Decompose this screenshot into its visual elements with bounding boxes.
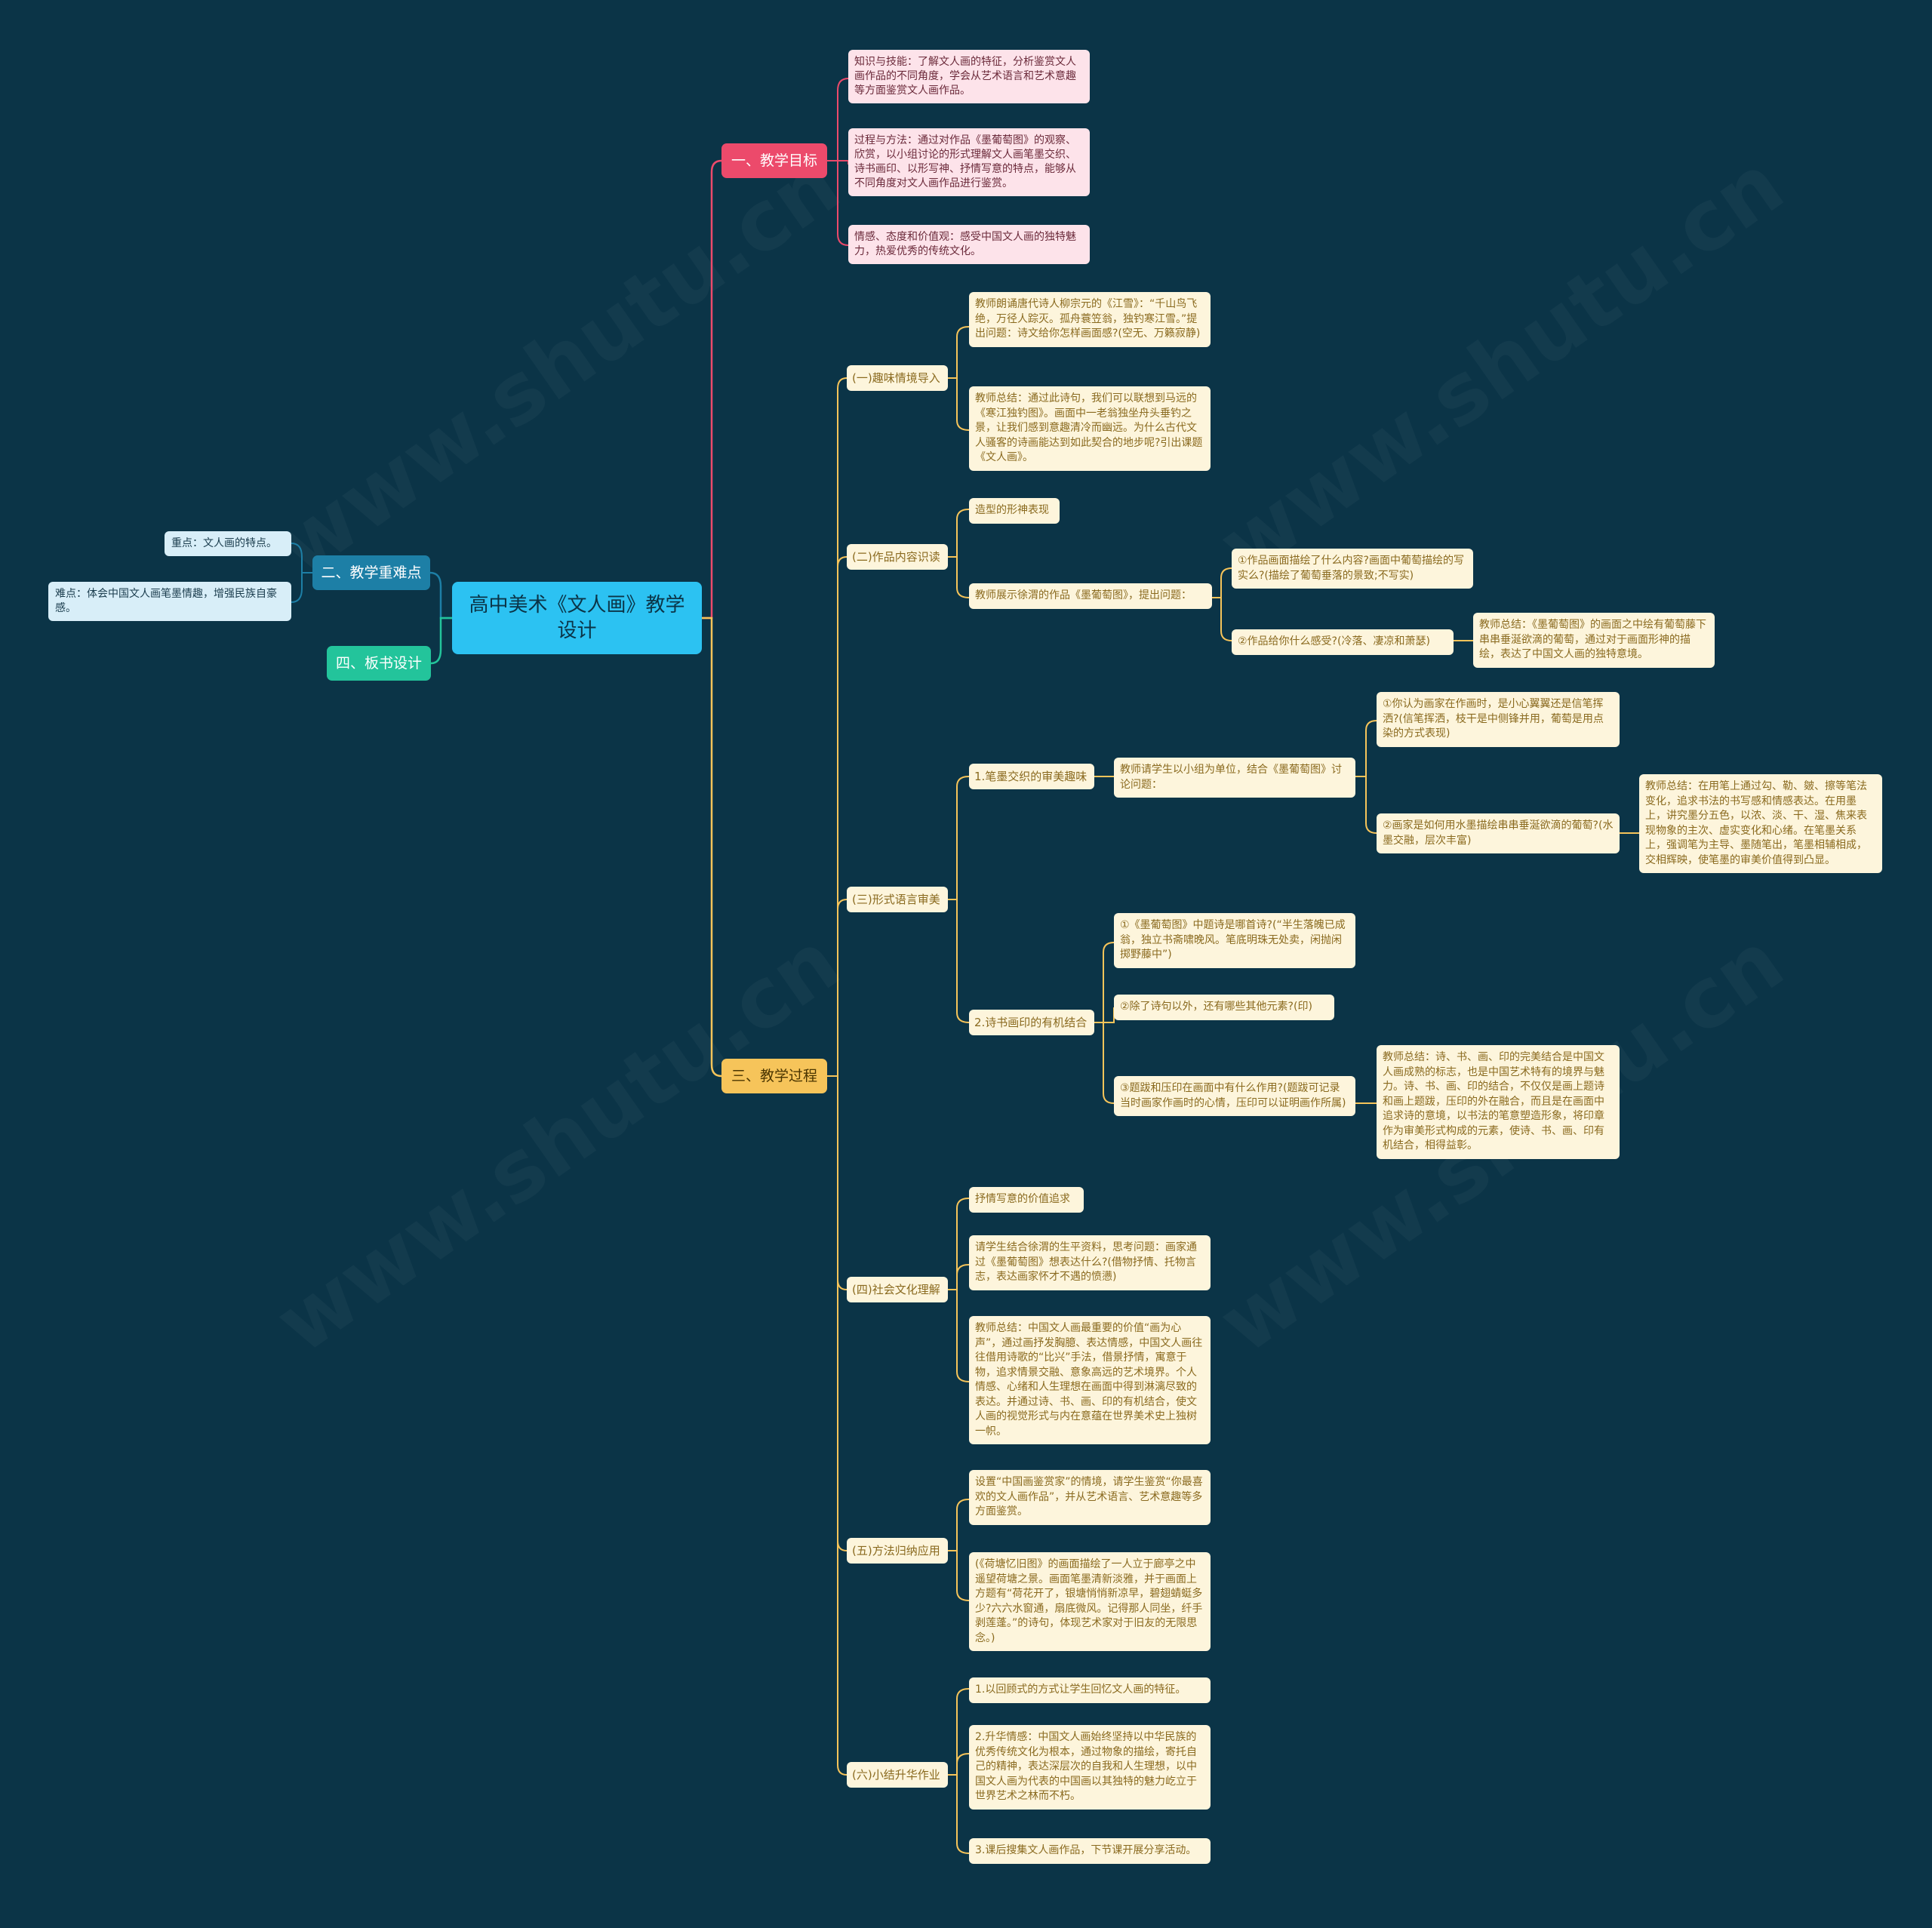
goal-knowledge[interactable]: 知识与技能：了解文人画的特征，分析鉴赏文人画作品的不同角度，学会从艺术语言和艺术… xyxy=(848,50,1090,103)
s1-item[interactable]: 教师总结：通过此诗句，我们可以联想到马远的《寒江独钓图》。画面中一老翁独坐舟头垂… xyxy=(969,386,1211,471)
section-1-label[interactable]: (一)趣味情境导入 xyxy=(847,365,948,391)
goal-emotion[interactable]: 情感、态度和价值观：感受中国文人画的独特魅力，热爱优秀的传统文化。 xyxy=(848,225,1090,264)
s2-summary[interactable]: 教师总结：《墨葡萄图》的画面之中绘有葡萄藤下串串垂涎欲滴的葡萄，通过对于画面形神… xyxy=(1473,613,1715,668)
s6-item[interactable]: 2.升华情感：中国文人画始终坚持以中华民族的优秀传统文化为根本，通过物象的描绘，… xyxy=(969,1725,1211,1810)
s3-point-1-label[interactable]: 1.笔墨交织的审美趣味 xyxy=(969,764,1094,789)
s2-item[interactable]: 教师展示徐渭的作品《墨葡萄图》，提出问题： xyxy=(969,583,1212,609)
section-3-label[interactable]: (三)形式语言审美 xyxy=(847,887,948,912)
s5-item[interactable]: (《荷塘忆旧图》的画面描绘了一人立于廊亭之中遥望荷塘之景。画面笔墨清新淡雅，并于… xyxy=(969,1552,1211,1651)
s3-point-2-question[interactable]: ①《墨葡萄图》中题诗是哪首诗?(“半生落魄已成翁，独立书斋啸晚风。笔底明珠无处卖… xyxy=(1114,913,1355,968)
s3-point-1-summary[interactable]: 教师总结：在用笔上通过勾、勒、皴、擦等笔法变化，追求书法的书写感和情感表达。在用… xyxy=(1639,774,1882,873)
s2-item[interactable]: 造型的形神表现 xyxy=(969,498,1060,524)
s4-item[interactable]: 教师总结：中国文人画最重要的价值“画为心声”，通过画抒发胸臆、表达情感，中国文人… xyxy=(969,1316,1211,1444)
branch-teaching-process[interactable]: 三、教学过程 xyxy=(721,1059,827,1093)
branch-teaching-goals[interactable]: 一、教学目标 xyxy=(721,143,827,178)
s3-point-1-question[interactable]: ②画家是如何用水墨描绘串串垂涎欲滴的葡萄?(水墨交融，层次丰富) xyxy=(1377,813,1620,853)
s3-point-2-question[interactable]: ③题跋和压印在画面中有什么作用?(题跋可记录当时画家作画时的心情，压印可以证明画… xyxy=(1114,1076,1355,1116)
section-6-label[interactable]: (六)小结升华作业 xyxy=(847,1762,948,1788)
difficulty-hard-point[interactable]: 难点：体会中国文人画笔墨情趣，增强民族自豪感。 xyxy=(48,582,291,621)
s3-point-2-label[interactable]: 2.诗书画印的有机结合 xyxy=(969,1010,1094,1035)
s6-item[interactable]: 1.以回顾式的方式让学生回忆文人画的特征。 xyxy=(969,1677,1211,1703)
s1-item[interactable]: 教师朗诵唐代诗人柳宗元的《江雪》：“千山鸟飞绝，万径人踪灭。孤舟蓑笠翁，独钓寒江… xyxy=(969,292,1211,347)
section-2-label[interactable]: (二)作品内容识读 xyxy=(847,544,948,570)
section-4-label[interactable]: (四)社会文化理解 xyxy=(847,1277,948,1302)
section-5-label[interactable]: (五)方法归纳应用 xyxy=(847,1538,948,1564)
s3-point-1-task[interactable]: 教师请学生以小组为单位，结合《墨葡萄图》讨论问题： xyxy=(1114,758,1355,798)
root-topic[interactable]: 高中美术《文人画》教学设计 xyxy=(452,582,702,654)
s3-point-2-question[interactable]: ②除了诗句以外，还有哪些其他元素?(印) xyxy=(1114,995,1334,1020)
s3-point-1-question[interactable]: ①你认为画家在作画时，是小心翼翼还是信笔挥洒?(信笔挥洒，枝干是中侧锋并用，葡萄… xyxy=(1377,692,1620,747)
s2-question[interactable]: ①作品画面描绘了什么内容?画面中葡萄描绘的写实么?(描绘了葡萄垂落的景致;不写实… xyxy=(1232,549,1473,589)
branch-board-design[interactable]: 四、板书设计 xyxy=(327,646,431,681)
branch-key-difficulties[interactable]: 二、教学重难点 xyxy=(312,555,430,590)
s6-item[interactable]: 3.课后搜集文人画作品，下节课开展分享活动。 xyxy=(969,1838,1211,1864)
s2-question[interactable]: ②作品给你什么感受?(冷落、凄凉和萧瑟) xyxy=(1232,629,1454,655)
s3-point-2-summary[interactable]: 教师总结：诗、书、画、印的完美结合是中国文人画成熟的标志，也是中国艺术特有的境界… xyxy=(1377,1045,1620,1159)
s4-item[interactable]: 请学生结合徐渭的生平资料，思考问题：画家通过《墨葡萄图》想表达什么?(借物抒情、… xyxy=(969,1235,1211,1290)
difficulty-key-point[interactable]: 重点：文人画的特点。 xyxy=(165,531,291,556)
s5-item[interactable]: 设置“中国画鉴赏家”的情境，请学生鉴赏“你最喜欢的文人画作品”，并从艺术语言、艺… xyxy=(969,1470,1211,1525)
goal-process[interactable]: 过程与方法：通过对作品《墨葡萄图》的观察、欣赏，以小组讨论的形式理解文人画笔墨交… xyxy=(848,128,1090,196)
s4-item[interactable]: 抒情写意的价值追求 xyxy=(969,1187,1084,1213)
